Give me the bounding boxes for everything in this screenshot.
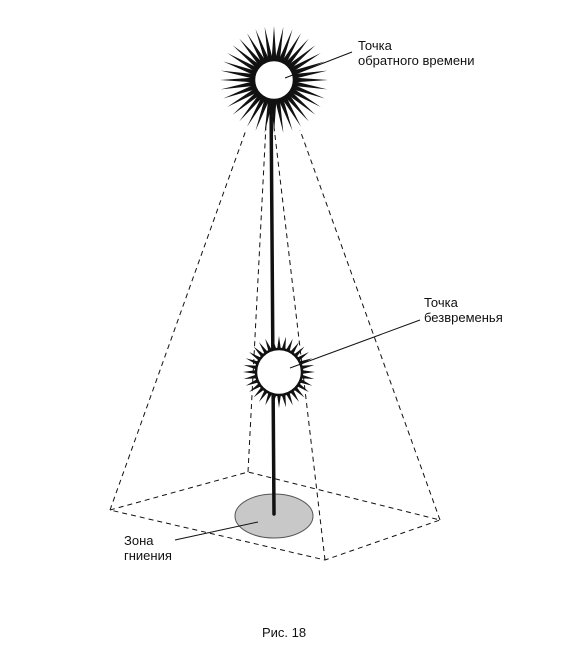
label-retro-point: Точка обратного времени [358, 38, 475, 68]
ray [271, 336, 277, 351]
ray [300, 374, 315, 380]
ray [265, 338, 273, 353]
ray [247, 33, 267, 64]
ray [298, 378, 313, 386]
ray [287, 45, 316, 69]
ray [227, 53, 258, 73]
ray [247, 96, 267, 127]
label-timeless-point: Точка безвременья [424, 295, 503, 325]
ray [255, 97, 270, 131]
ray [223, 61, 257, 76]
spiked-ring-icon [243, 336, 315, 408]
ray [232, 45, 261, 69]
label-retro-line-2: обратного времени [358, 53, 475, 68]
ray [290, 87, 321, 107]
ray [265, 391, 273, 406]
pyramid-edges [109, 109, 441, 561]
ray [223, 84, 257, 99]
ray [275, 26, 284, 61]
ray [293, 81, 328, 90]
label-decay-zone: Зона гниения [124, 533, 172, 563]
ray [277, 394, 281, 408]
ray [264, 26, 273, 61]
ray [285, 338, 293, 353]
ray [291, 84, 325, 99]
ray [290, 53, 321, 73]
ray [255, 29, 270, 63]
ray [271, 100, 277, 134]
ray [243, 364, 258, 370]
label-timeless-line-1: Точка [424, 295, 458, 310]
label-retro-line-1: Точка [358, 38, 392, 53]
ray [278, 29, 293, 63]
ray [239, 38, 263, 67]
ray [281, 336, 287, 351]
ray [294, 77, 328, 83]
label-decay-line-2: гниения [124, 548, 172, 563]
sunburst-icon [220, 26, 328, 134]
leader-decay [174, 521, 259, 541]
ray [301, 370, 315, 374]
ray [271, 393, 277, 408]
ray [243, 370, 257, 374]
ray [220, 70, 255, 79]
ray [232, 91, 261, 115]
ray [220, 81, 255, 90]
ray [281, 393, 287, 408]
ray [278, 97, 293, 131]
leader-retro [284, 51, 353, 79]
ray [285, 93, 309, 122]
ray [227, 87, 258, 107]
ray [245, 378, 260, 386]
ray [243, 374, 258, 380]
leader-timeless [289, 319, 421, 369]
ray [285, 391, 293, 406]
ray [285, 38, 309, 67]
ray [239, 93, 263, 122]
ray [220, 77, 254, 83]
ray [271, 26, 277, 60]
ray [275, 99, 284, 134]
ray [245, 358, 260, 366]
ray [281, 96, 301, 127]
label-timeless-line-2: безвременья [424, 310, 503, 325]
ray [277, 336, 281, 350]
ray [287, 91, 316, 115]
ray [300, 364, 315, 370]
figure-caption: Рис. 18 [262, 625, 307, 640]
ray [293, 70, 328, 79]
central-axis [269, 93, 276, 516]
ray [264, 99, 273, 134]
label-decay-line-1: Зона [124, 533, 154, 548]
ray [281, 33, 301, 64]
